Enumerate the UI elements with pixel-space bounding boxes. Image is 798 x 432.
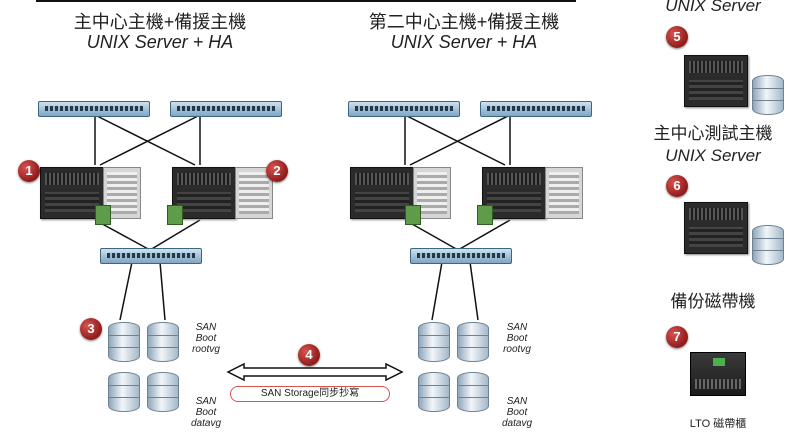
disk-storage-icon	[752, 225, 784, 265]
tape-library-icon	[690, 352, 746, 396]
backup-title: 備份磁帶機	[670, 292, 756, 311]
unix-server-icon	[350, 167, 414, 219]
badge-2: 2	[266, 160, 288, 182]
primary-site-title: 主中心主機+備援主機	[73, 12, 247, 32]
test-host-subtitle: UNIX Server	[665, 146, 761, 165]
network-switch-icon	[170, 101, 282, 117]
dr-host-subtitle: UNIX Server	[665, 0, 761, 15]
unix-server-icon	[40, 167, 104, 219]
server-rack-icon	[235, 167, 273, 219]
hba-card-icon	[477, 205, 493, 225]
primary-site-title-block: 主中心主機+備援主機 UNIX Server + HA	[60, 12, 260, 52]
hba-card-icon	[167, 205, 183, 225]
disk-storage-icon	[418, 372, 450, 412]
badge-5: 5	[666, 26, 688, 48]
unix-server-icon	[684, 55, 748, 107]
secondary-site-subtitle: UNIX Server + HA	[390, 32, 538, 52]
san-switch-icon	[410, 248, 512, 264]
hba-card-icon	[95, 205, 111, 225]
badge-1: 1	[18, 160, 40, 182]
disk-storage-icon	[418, 322, 450, 362]
badge-7: 7	[666, 326, 688, 348]
secondary-site-title: 第二中心主機+備援主機	[368, 12, 560, 32]
disk-storage-icon	[752, 75, 784, 115]
badge-3: 3	[80, 318, 102, 340]
network-switch-icon	[348, 101, 460, 117]
datavg-label-left: SAN Boot datavg	[190, 396, 222, 429]
secondary-site-title-block: 第二中心主機+備援主機 UNIX Server + HA	[346, 12, 582, 52]
datavg-label-right: SAN Boot datavg	[501, 396, 533, 429]
disk-storage-icon	[147, 322, 179, 362]
test-host-title: 主中心測試主機	[653, 124, 773, 143]
primary-site-subtitle: UNIX Server + HA	[86, 32, 234, 52]
server-rack-icon	[103, 167, 141, 219]
disk-storage-icon	[457, 372, 489, 412]
san-switch-icon	[100, 248, 202, 264]
tape-caption: LTO 磁帶櫃	[689, 418, 747, 430]
server-rack-icon	[545, 167, 583, 219]
disk-storage-icon	[108, 322, 140, 362]
disk-storage-icon	[108, 372, 140, 412]
rootvg-label-left: SAN Boot rootvg	[192, 322, 220, 355]
badge-6: 6	[666, 175, 688, 197]
header-rule	[36, 0, 576, 2]
san-sync-label: SAN Storage同步抄寫	[230, 386, 390, 402]
unix-server-icon	[684, 202, 748, 254]
disk-storage-icon	[147, 372, 179, 412]
hba-card-icon	[405, 205, 421, 225]
disk-storage-icon	[457, 322, 489, 362]
rootvg-label-right: SAN Boot rootvg	[503, 322, 531, 355]
network-switch-icon	[480, 101, 592, 117]
badge-4: 4	[298, 344, 320, 366]
network-switch-icon	[38, 101, 150, 117]
